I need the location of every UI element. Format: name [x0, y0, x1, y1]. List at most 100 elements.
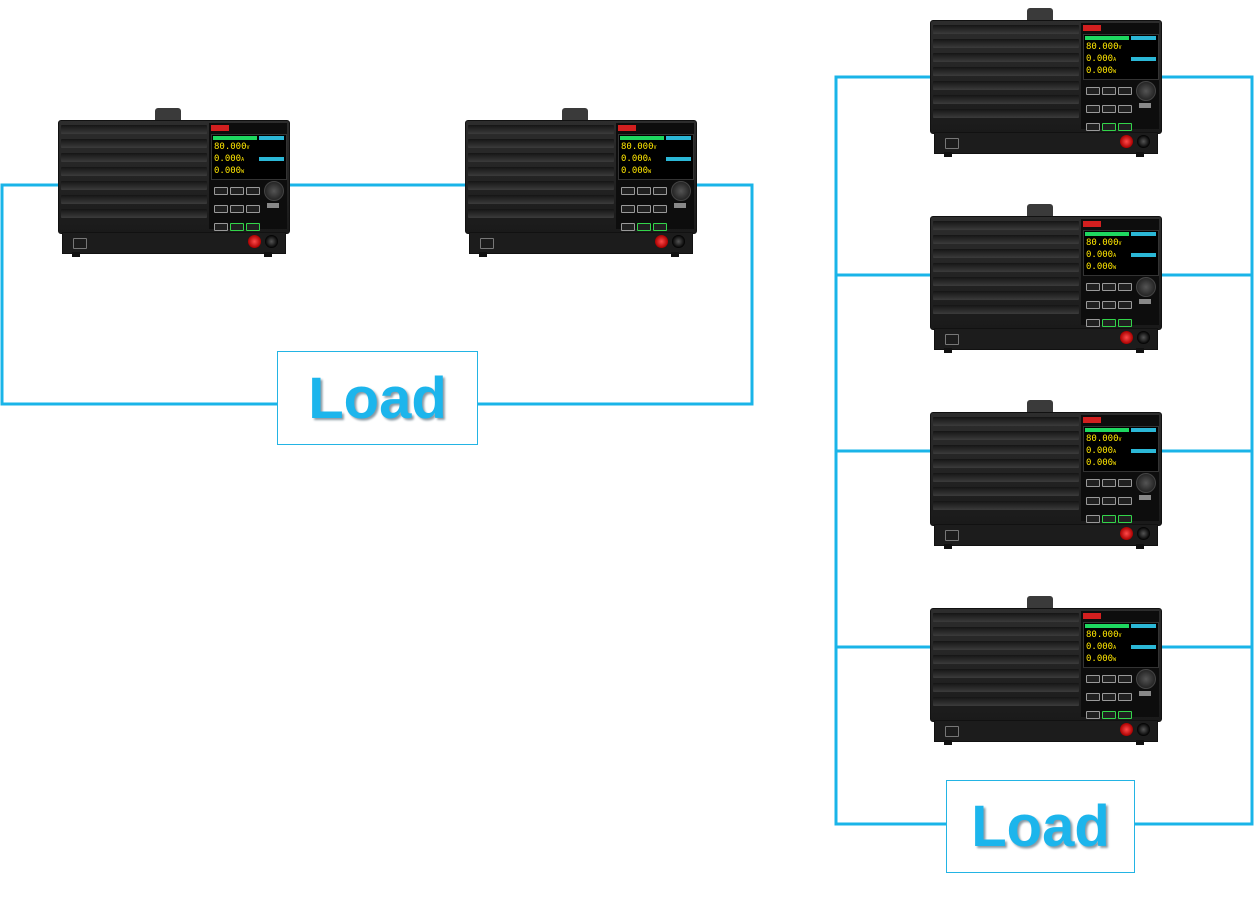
front-panel-key: [1102, 675, 1116, 683]
front-panel-key: [230, 223, 244, 231]
front-panel-key: [1086, 123, 1100, 131]
keypad: [620, 183, 668, 233]
heatsink-fin: [933, 627, 1079, 636]
parallel-load-box: Load: [946, 780, 1135, 873]
front-panel-key: [1118, 283, 1132, 291]
front-panel-key: [230, 205, 244, 213]
heatsink-fin: [933, 67, 1079, 76]
heatsink-fin: [933, 263, 1079, 272]
screen-tab: [1131, 232, 1156, 236]
front-panel-key: [1086, 301, 1100, 309]
brand-logo: [1083, 221, 1101, 227]
usb-port: [674, 203, 686, 208]
screen-highlight: [1131, 57, 1156, 61]
psu-base: [934, 524, 1158, 546]
heatsink-fin: [933, 235, 1079, 244]
current-readout: 0.000A: [1086, 250, 1117, 260]
screen-highlight: [1131, 645, 1156, 649]
current-readout: 0.000A: [1086, 642, 1117, 652]
heatsink-fin: [468, 139, 614, 148]
voltage-readout: 80.000V: [214, 142, 250, 152]
front-panel-key: [1118, 693, 1132, 701]
rotary-knob: [1136, 277, 1156, 297]
psu-base: [62, 232, 286, 254]
psu-foot-right: [1136, 348, 1144, 353]
series-wire-right: [478, 183, 754, 406]
heatsink-fin: [933, 655, 1079, 664]
psu-foot-left: [944, 348, 952, 353]
heatsink-fin: [933, 641, 1079, 650]
heatsink-fin: [933, 417, 1079, 426]
front-panel-key: [1118, 123, 1132, 131]
heatsink-fin: [933, 697, 1079, 706]
rotary-knob: [671, 181, 691, 201]
heatsink-fin: [933, 487, 1079, 496]
negative-terminal: [672, 235, 685, 248]
front-panel-key: [653, 223, 667, 231]
front-panel-key: [1118, 87, 1132, 95]
heatsink-fin: [933, 81, 1079, 90]
heatsink-fin: [468, 153, 614, 162]
brand-logo: [1083, 613, 1101, 619]
negative-terminal: [265, 235, 278, 248]
front-panel-key: [1102, 105, 1116, 113]
heatsink-fin: [933, 249, 1079, 258]
front-panel-key: [1102, 497, 1116, 505]
psu-foot-left: [944, 544, 952, 549]
positive-terminal: [1120, 527, 1133, 540]
front-panel-key: [1102, 123, 1116, 131]
heatsink-fin: [933, 95, 1079, 104]
carry-handle: [1027, 204, 1053, 218]
front-panel-key: [621, 187, 635, 195]
keypad: [1085, 475, 1133, 525]
screen-status-bar: [620, 136, 664, 140]
front-panel-key: [1086, 515, 1100, 523]
voltage-readout: 80.000V: [1086, 42, 1122, 52]
power-readout: 0.000W: [1086, 66, 1117, 76]
keypad: [1085, 671, 1133, 721]
heatsink-fin: [933, 277, 1079, 286]
negative-terminal: [1137, 331, 1150, 344]
heatsink-fin: [933, 473, 1079, 482]
psu-base: [934, 132, 1158, 154]
screen-highlight: [259, 157, 284, 161]
screen-highlight: [1131, 449, 1156, 453]
keypad: [213, 183, 261, 233]
power-switch: [73, 238, 87, 249]
front-panel-key: [1102, 87, 1116, 95]
heatsink-fin: [61, 181, 207, 190]
power-switch: [945, 726, 959, 737]
heatsink: [933, 221, 1079, 321]
rotary-knob: [1136, 473, 1156, 493]
positive-terminal: [1120, 331, 1133, 344]
brand-logo: [1083, 417, 1101, 423]
current-readout: 0.000A: [214, 154, 245, 164]
voltage-readout: 80.000V: [1086, 630, 1122, 640]
heatsink-fin: [61, 139, 207, 148]
front-panel-key: [1086, 87, 1100, 95]
front-panel-key: [1102, 711, 1116, 719]
usb-port: [1139, 691, 1151, 696]
psu-foot-left: [72, 252, 80, 257]
screen-highlight: [1131, 253, 1156, 257]
front-panel-key: [214, 187, 228, 195]
screen-status-bar: [1085, 232, 1129, 236]
front-panel-key: [1118, 497, 1132, 505]
heatsink-fin: [933, 53, 1079, 62]
front-panel-key: [1118, 711, 1132, 719]
series-load-box: Load: [277, 351, 478, 445]
front-panel-key: [1086, 711, 1100, 719]
voltage-readout: 80.000V: [621, 142, 657, 152]
